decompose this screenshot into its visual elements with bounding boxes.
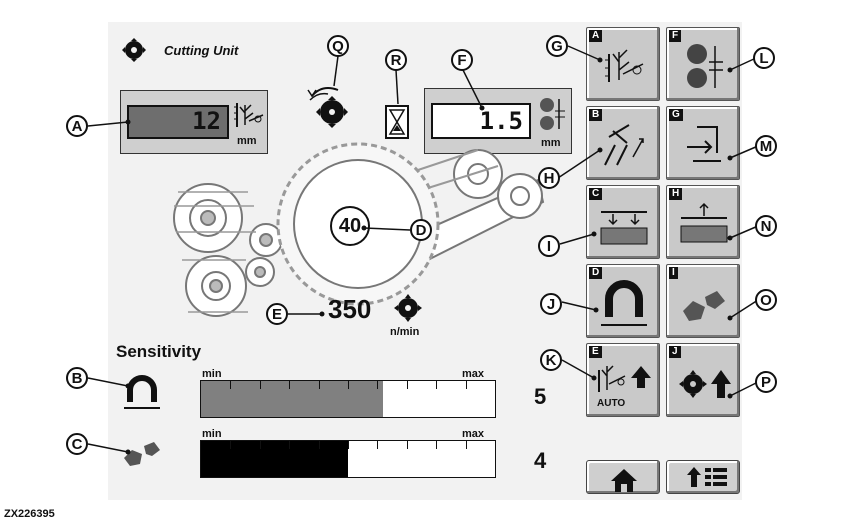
home-button[interactable] <box>586 460 660 494</box>
callout-n: N <box>755 215 777 237</box>
callout-g: G <box>546 35 568 57</box>
callout-m: M <box>755 135 777 157</box>
cut-length-panel: 12 mm <box>120 90 268 154</box>
knife-adjust-button[interactable]: B <box>586 106 660 180</box>
button-tag-a: A <box>589 30 603 42</box>
callout-e: E <box>266 303 288 325</box>
rpm-unit: n/min <box>390 326 420 338</box>
stone-max-label: max <box>462 428 485 440</box>
knife-adjust-icon <box>604 124 644 166</box>
rpm-value: 350 <box>328 294 372 324</box>
menu-list-icon <box>687 467 727 487</box>
stone-sensitivity-tick <box>348 441 349 449</box>
auto-label: AUTO <box>597 398 626 409</box>
stone-detector-icon <box>683 291 725 321</box>
callout-q: Q <box>327 35 349 57</box>
button-tag-c: C <box>589 188 603 200</box>
stone-sensitivity-fill <box>201 441 348 477</box>
metal-sensitivity-tick <box>436 381 438 389</box>
shear-bar-button[interactable]: G <box>666 106 740 180</box>
button-tag-e: E <box>589 346 602 358</box>
stone-sensitivity-tick <box>436 441 438 449</box>
interval-unit: mm <box>541 137 561 149</box>
figure-id: ZX226395 <box>4 508 55 520</box>
callout-j: J <box>540 293 562 315</box>
callout-r: R <box>385 49 407 71</box>
stone-sensitivity-tick <box>230 441 232 449</box>
terminal-screen: Cutting Unit 12 mm 1.5 mm <box>108 22 742 500</box>
callout-d: D <box>410 219 432 241</box>
rpm-drum-icon <box>394 294 422 322</box>
cut-length-unit: mm <box>237 135 257 147</box>
metal-max-label: max <box>462 368 485 380</box>
drum-speed-value: 40 <box>330 206 370 246</box>
metal-detector-icon <box>124 375 160 409</box>
metal-detector-button[interactable]: D <box>586 264 660 338</box>
metal-min-label: min <box>202 368 222 380</box>
sharpen-up-button[interactable]: H <box>666 185 740 259</box>
button-tag-b: B <box>589 109 603 121</box>
cutter-drum-icon <box>122 38 146 62</box>
metal-sensitivity-tick <box>348 381 349 389</box>
stone-detector-button[interactable]: I <box>666 264 740 338</box>
drum-up-button[interactable]: J <box>666 343 740 417</box>
drum-rotation-icon <box>307 87 348 128</box>
drum-up-icon <box>679 370 731 398</box>
callout-l: L <box>753 47 775 69</box>
interval-button[interactable]: F <box>666 27 740 101</box>
auto-length-icon <box>598 365 651 392</box>
sharpen-down-button[interactable]: C <box>586 185 660 259</box>
stone-sensitivity-tick <box>289 441 291 449</box>
stone-sensitivity-tick <box>318 441 320 449</box>
metal-sensitivity-value: 5 <box>534 384 547 409</box>
metal-sensitivity-tick <box>406 381 408 389</box>
callout-p: P <box>755 371 777 393</box>
callout-a: A <box>66 115 88 137</box>
stone-sensitivity-value: 4 <box>534 448 547 473</box>
sharpen-up-icon <box>680 202 728 243</box>
button-tag-g: G <box>669 109 683 121</box>
callout-i: I <box>538 235 560 257</box>
stone-sensitivity-tick <box>259 441 261 449</box>
callout-f: F <box>451 49 473 71</box>
metal-detector-icon <box>601 280 647 326</box>
callout-h: H <box>538 167 560 189</box>
interval-icon <box>687 44 723 88</box>
metal-sensitivity-tick <box>259 381 261 389</box>
cut-length-icon <box>605 49 644 82</box>
callout-c: C <box>66 433 88 455</box>
cut-length-button[interactable]: A <box>586 27 660 101</box>
button-tag-i: I <box>669 267 678 279</box>
metal-sensitivity-tick <box>465 381 467 389</box>
stone-sensitivity-bar <box>200 440 496 478</box>
callout-o: O <box>755 289 777 311</box>
button-tag-j: J <box>669 346 681 358</box>
interval-icon <box>540 98 565 130</box>
sharpen-down-icon <box>600 211 648 245</box>
button-tag-h: H <box>669 188 683 200</box>
stone-sensitivity-tick <box>406 441 408 449</box>
auto-length-button[interactable]: E AUTO <box>586 343 660 417</box>
menu-up-button[interactable] <box>666 460 740 494</box>
sensitivity-title: Sensitivity <box>116 342 202 361</box>
metal-sensitivity-bar <box>200 380 496 418</box>
button-tag-f: F <box>669 30 682 42</box>
hourglass-icon <box>385 105 409 139</box>
callout-b: B <box>66 367 88 389</box>
stone-min-label: min <box>202 428 222 440</box>
button-tag-d: D <box>589 267 603 279</box>
cut-length-icon <box>234 103 264 127</box>
stone-sensitivity-tick <box>377 441 379 449</box>
metal-sensitivity-tick <box>377 381 379 389</box>
metal-sensitivity-tick <box>318 381 320 389</box>
metal-sensitivity-tick <box>289 381 291 389</box>
home-icon <box>611 469 637 492</box>
callout-k: K <box>540 349 562 371</box>
stone-sensitivity-tick <box>465 441 467 449</box>
page-title: Cutting Unit <box>164 43 239 58</box>
metal-sensitivity-tick <box>230 381 232 389</box>
shear-bar-icon <box>687 126 721 162</box>
